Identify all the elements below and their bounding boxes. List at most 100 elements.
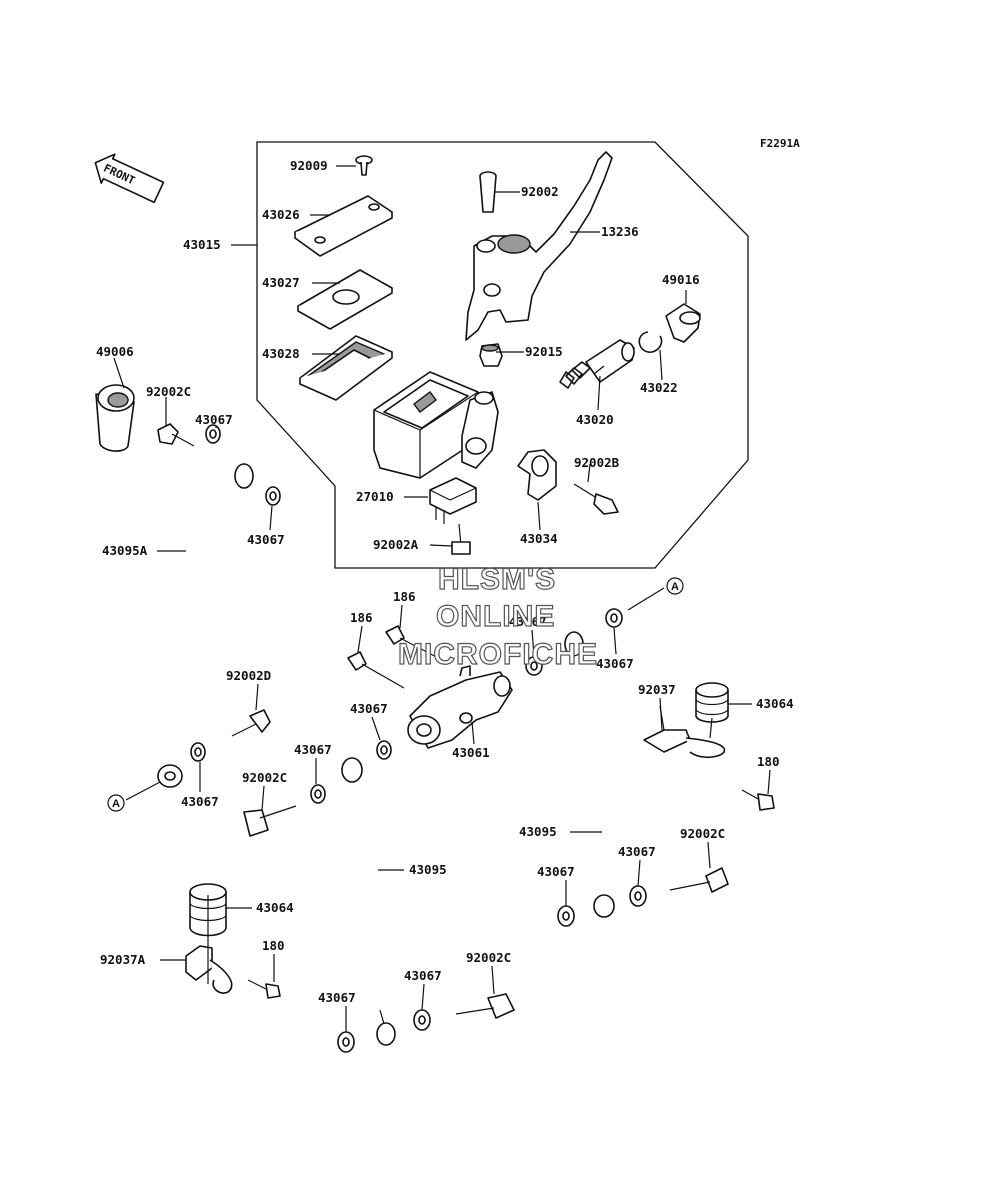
label-p-13236[interactable]: 13236 xyxy=(601,224,639,239)
ref-marker-label: A xyxy=(112,798,120,810)
master-cylinder-body-icon xyxy=(373,371,499,479)
label-p-92015[interactable]: 92015 xyxy=(525,344,563,359)
screw-icon xyxy=(355,155,373,176)
nut-icon xyxy=(479,343,503,367)
label-p-92002C-1[interactable]: 92002C xyxy=(146,384,191,399)
clamp-bracket-icon xyxy=(643,705,726,759)
clamp-icon xyxy=(517,449,557,501)
washer-icon xyxy=(629,885,647,907)
screw-icon xyxy=(451,523,471,555)
brake-lever-icon xyxy=(465,151,613,341)
washer-icon xyxy=(557,905,575,927)
label-p-92002D[interactable]: 92002D xyxy=(226,668,271,683)
label-p-92009[interactable]: 92009 xyxy=(290,158,328,173)
watermark-line-1: HLSM'S xyxy=(438,563,556,596)
label-p-92037[interactable]: 92037 xyxy=(638,682,676,697)
label-p-43095-1[interactable]: 43095 xyxy=(409,862,447,877)
ref-marker-right[interactable]: A xyxy=(666,577,684,595)
label-p-43067-11[interactable]: 43067 xyxy=(404,968,442,983)
watermark: HLSM'S ONLINE MICROFICHE xyxy=(397,562,598,671)
banjo-bolt-icon xyxy=(231,709,271,737)
label-p-43027[interactable]: 43027 xyxy=(262,275,300,290)
label-p-43067-7[interactable]: 43067 xyxy=(294,742,332,757)
brake-hose-icon xyxy=(564,631,615,918)
label-p-43067-10[interactable]: 43067 xyxy=(318,990,356,1005)
washer-icon xyxy=(605,608,623,628)
label-p-43067-6[interactable]: 43067 xyxy=(181,794,219,809)
brake-switch-icon xyxy=(429,477,477,524)
bolt-icon xyxy=(385,625,447,663)
washer-icon xyxy=(337,1031,355,1053)
label-p-27010[interactable]: 27010 xyxy=(356,489,394,504)
label-p-43067-3[interactable]: 43067 xyxy=(509,614,547,629)
label-p-43067-1[interactable]: 43067 xyxy=(195,412,233,427)
label-p-43067-9[interactable]: 43067 xyxy=(537,864,575,879)
washer-icon xyxy=(413,1009,431,1031)
label-p-92002C-3[interactable]: 92002C xyxy=(680,826,725,841)
pivot-bolt-icon xyxy=(479,171,497,213)
front-arrow-icon: FRONT xyxy=(94,153,165,204)
label-p-49006[interactable]: 49006 xyxy=(96,344,134,359)
label-p-180-1[interactable]: 180 xyxy=(757,754,780,769)
grommet-icon xyxy=(695,682,729,723)
watermark-line-3: MICROFICHE xyxy=(398,638,598,671)
label-p-92002[interactable]: 92002 xyxy=(521,184,559,199)
bolt-icon xyxy=(347,651,405,689)
assembly-frame xyxy=(256,141,749,569)
clamp-bracket-icon xyxy=(185,945,233,994)
brake-hose-icon xyxy=(157,463,254,788)
leader-lines xyxy=(113,165,771,1032)
washer-icon xyxy=(190,742,206,762)
label-p-43067-8[interactable]: 43067 xyxy=(618,844,656,859)
label-p-92002C-4[interactable]: 92002C xyxy=(466,950,511,965)
label-p-43067-4[interactable]: 43067 xyxy=(596,656,634,671)
watermark-line-2: ONLINE xyxy=(436,600,555,633)
diaphragm-icon xyxy=(299,335,393,401)
label-p-43095-2[interactable]: 43095 xyxy=(519,824,557,839)
label-p-49016[interactable]: 49016 xyxy=(662,272,700,287)
cap-icon xyxy=(95,384,135,452)
bolt-icon xyxy=(741,789,775,811)
washer-icon xyxy=(205,424,221,444)
banjo-bolt-icon xyxy=(455,993,515,1019)
label-p-43034[interactable]: 43034 xyxy=(520,531,558,546)
label-p-43064-2[interactable]: 43064 xyxy=(256,900,294,915)
label-p-43067-2[interactable]: 43067 xyxy=(247,532,285,547)
brake-hose-icon xyxy=(341,757,396,1046)
label-p-43061[interactable]: 43061 xyxy=(452,745,490,760)
label-p-92002C-2[interactable]: 92002C xyxy=(242,770,287,785)
label-p-43028[interactable]: 43028 xyxy=(262,346,300,361)
banjo-bolt-icon xyxy=(669,867,729,893)
label-p-186-1[interactable]: 186 xyxy=(393,589,416,604)
piston-kit-icon xyxy=(559,339,635,389)
diaphragm-plate-icon xyxy=(297,269,393,330)
bolt-icon xyxy=(247,979,281,999)
reservoir-cap-icon xyxy=(294,195,393,257)
boot-icon xyxy=(665,303,701,343)
ref-marker-label: A xyxy=(671,581,679,593)
washer-icon xyxy=(376,740,392,760)
banjo-bolt-icon xyxy=(157,423,195,447)
label-p-43015[interactable]: 43015 xyxy=(183,237,221,252)
label-p-92037A[interactable]: 92037A xyxy=(100,952,146,967)
bolt-icon xyxy=(573,483,619,515)
label-p-43026[interactable]: 43026 xyxy=(262,207,300,222)
washer-icon xyxy=(525,656,543,676)
label-p-43067-5[interactable]: 43067 xyxy=(350,701,388,716)
joint-icon xyxy=(407,665,513,749)
circlip-icon xyxy=(638,331,663,353)
label-p-180-2[interactable]: 180 xyxy=(262,938,285,953)
banjo-bolt-icon xyxy=(243,805,297,837)
label-p-43020[interactable]: 43020 xyxy=(576,412,614,427)
part-labels: 92009 43026 43027 43028 43015 92002 1323… xyxy=(96,158,794,1005)
washer-icon xyxy=(310,784,326,804)
label-p-43064-1[interactable]: 43064 xyxy=(756,696,794,711)
label-p-92002A[interactable]: 92002A xyxy=(373,537,419,552)
ref-marker-left[interactable]: A xyxy=(107,794,125,812)
label-p-43095A[interactable]: 43095A xyxy=(102,543,148,558)
label-p-186-2[interactable]: 186 xyxy=(350,610,373,625)
diagram-code: F2291A xyxy=(760,137,800,150)
label-p-92002B[interactable]: 92002B xyxy=(574,455,620,470)
label-p-43022[interactable]: 43022 xyxy=(640,380,678,395)
